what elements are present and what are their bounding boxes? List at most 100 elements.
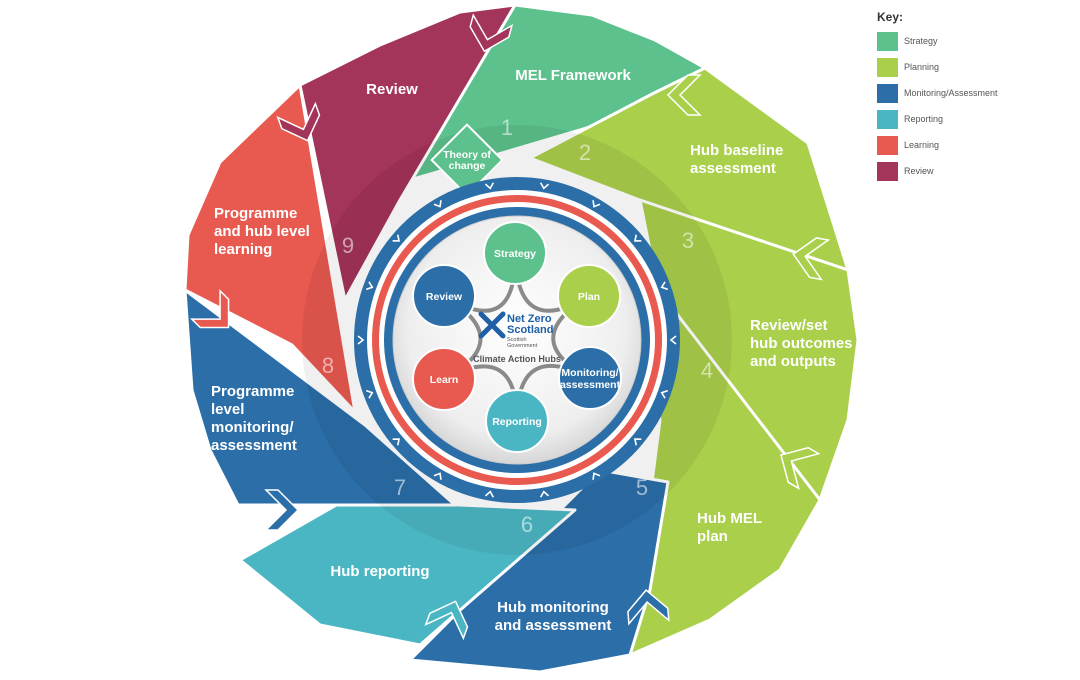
key-label-review: Review bbox=[904, 166, 934, 176]
segment-label-7-line: level bbox=[211, 401, 244, 418]
segment-label-7-line: Programme bbox=[211, 383, 294, 400]
ring-tick-arrow bbox=[392, 438, 401, 446]
ring-tick-arrow bbox=[365, 281, 374, 291]
inner-monitoring-circle bbox=[558, 346, 622, 410]
inner-strategy-circle bbox=[483, 221, 547, 285]
arrow-chevron-5 bbox=[627, 589, 670, 626]
segment-label-7-line: monitoring/ bbox=[211, 419, 294, 436]
saltire-icon bbox=[478, 311, 506, 339]
theory-of-change-diamond bbox=[430, 123, 504, 197]
arrow-chevron-6 bbox=[424, 600, 469, 641]
key-swatch-learning bbox=[877, 135, 898, 155]
key-label-reporting: Reporting bbox=[904, 114, 944, 124]
inner-plan-circle bbox=[557, 264, 621, 328]
segment-label-1: MEL Framework bbox=[515, 67, 631, 84]
segment-label-5-line: Hub monitoring bbox=[497, 599, 609, 616]
ring-tick-arrow bbox=[365, 389, 374, 399]
segment-label-9: Review bbox=[366, 81, 418, 98]
inner-reporting-label: Reporting bbox=[492, 416, 542, 428]
segment-label-5-line: and assessment bbox=[495, 617, 612, 634]
segment-number-2: 2 bbox=[579, 140, 591, 165]
arrow-chevron-3 bbox=[792, 237, 831, 281]
ring-tick-arrow bbox=[660, 281, 669, 291]
arrow-chevron-7 bbox=[264, 489, 300, 531]
ring-tick-arrow bbox=[484, 490, 495, 498]
key-item-learning: Learning bbox=[877, 132, 1077, 158]
segment-label-9-line: Review bbox=[366, 81, 418, 98]
inner-review-label-line: Review bbox=[426, 291, 463, 303]
segment-label-3-line: Review/set bbox=[750, 317, 828, 334]
segment-label-4-line: plan bbox=[697, 528, 728, 545]
inner-monitoring-label: Monitoring/assessment bbox=[560, 367, 621, 391]
inner-review-label: Review bbox=[426, 291, 463, 303]
ring-tick-arrow bbox=[433, 472, 442, 480]
arrow-chevron-2 bbox=[666, 74, 702, 116]
inner-plan-label-line: Plan bbox=[578, 291, 600, 303]
inner-learn-label: Learn bbox=[430, 374, 459, 386]
segment-number-7: 7 bbox=[394, 475, 406, 500]
key-item-monitoring: Monitoring/Assessment bbox=[877, 80, 1077, 106]
inner-reporting-circle bbox=[485, 389, 549, 453]
ring-tick-arrow bbox=[539, 182, 550, 190]
key-label-learning: Learning bbox=[904, 140, 940, 150]
segment-arrows bbox=[189, 13, 831, 641]
arrow-chevron-8 bbox=[189, 288, 230, 329]
inner-learn-circle bbox=[412, 347, 476, 411]
logo-line-1: Net Zero bbox=[507, 313, 552, 325]
ring-tick-arrow bbox=[633, 234, 642, 242]
arrow-chevron-9 bbox=[276, 101, 321, 142]
logo-line-4: Government bbox=[507, 343, 538, 349]
center-caption: Climate Action Hubs bbox=[473, 354, 561, 364]
inner-learn-label-line: Learn bbox=[430, 374, 459, 386]
segment-number-5: 5 bbox=[636, 475, 648, 500]
segment-label-4-line: Hub MEL bbox=[697, 510, 762, 527]
ring-tick-arrow bbox=[669, 335, 677, 345]
segment-label-8-line: learning bbox=[214, 241, 272, 258]
inner-reporting-label-line: Reporting bbox=[492, 416, 542, 428]
segment-label-1-line: MEL Framework bbox=[515, 67, 631, 84]
segment-hub-reporting bbox=[238, 498, 577, 647]
segment-review bbox=[298, 3, 517, 302]
inner-monitoring-label-line: Monitoring/ bbox=[561, 367, 618, 379]
segment-label-2-line: assessment bbox=[690, 160, 776, 177]
key-label-planning: Planning bbox=[904, 62, 940, 72]
key-swatch-monitoring bbox=[877, 83, 898, 103]
logo-line-2: Scotland bbox=[507, 324, 553, 336]
key-swatch-strategy bbox=[877, 31, 898, 51]
key-swatch-reporting bbox=[877, 109, 898, 129]
ring-tick-arrow bbox=[433, 200, 442, 208]
ring-tick-arrow bbox=[484, 182, 495, 190]
ring-tick-arrow bbox=[633, 438, 642, 446]
inner-review-circle bbox=[412, 264, 476, 328]
segment-number-9: 9 bbox=[342, 233, 354, 258]
segment-label-6: Hub reporting bbox=[330, 563, 429, 580]
segment-label-2-line: Hub baseline bbox=[690, 142, 783, 159]
inner-plan-label: Plan bbox=[578, 291, 600, 303]
key-swatch-planning bbox=[877, 57, 898, 77]
segment-number-1: 1 bbox=[501, 115, 513, 140]
segment-number-4: 4 bbox=[701, 358, 713, 383]
theory-of-change-label-line: Theory of bbox=[443, 149, 491, 161]
segment-number-6: 6 bbox=[521, 512, 533, 537]
arrow-chevron-4 bbox=[780, 446, 821, 490]
segment-label-3-line: hub outcomes bbox=[750, 335, 853, 352]
segment-label-7-line: assessment bbox=[211, 437, 297, 454]
ring-tick-arrow bbox=[392, 234, 401, 242]
segment-label-8-line: and hub level bbox=[214, 223, 310, 240]
segment-label-8-line: Programme bbox=[214, 205, 297, 222]
segment-number-8: 8 bbox=[322, 353, 334, 378]
key-label-strategy: Strategy bbox=[904, 36, 938, 46]
